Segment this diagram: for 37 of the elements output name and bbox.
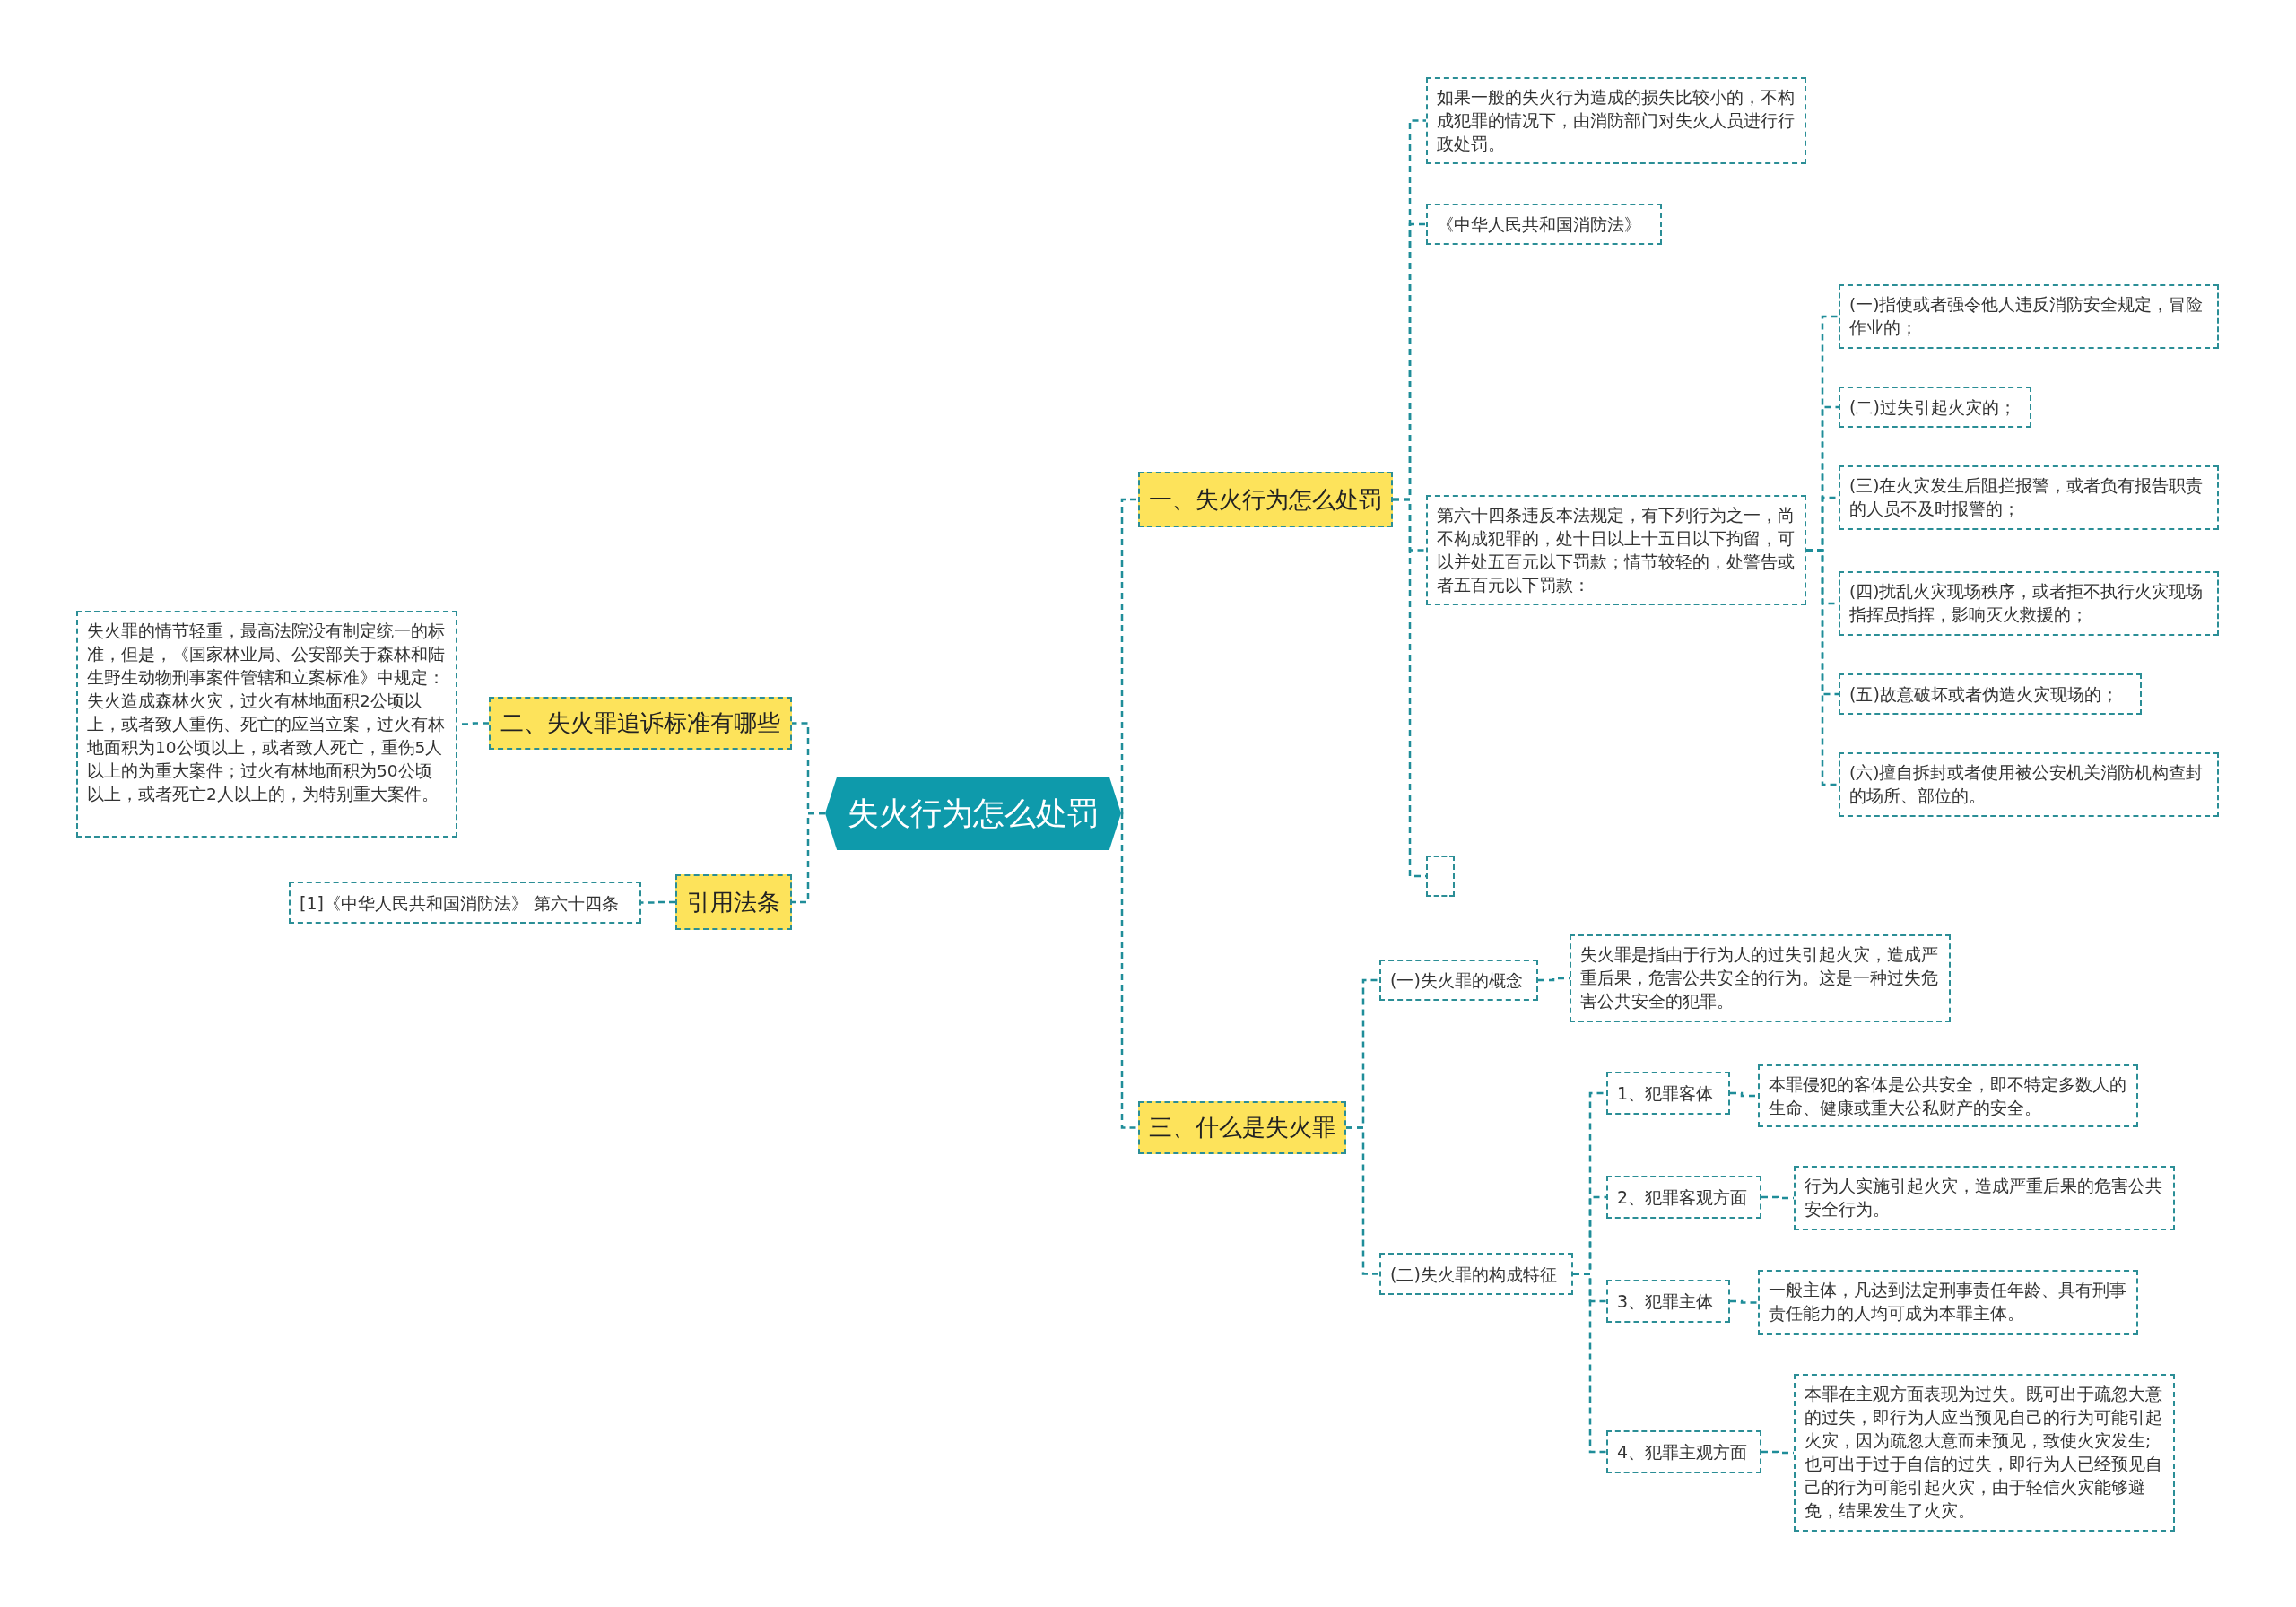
text-box: 失火罪是指由于行为人的过失引起火灾，造成严重后果，危害公共安全的行为。这是一种过失危害公共安全的犯罪。 [1570,934,1951,1022]
text-box: 失火罪的情节轻重，最高法院没有制定统一的标准，但是，《国家林业局、公安部关于森林和陆生野生动物刑事案件管辖和立案标准》中规定：失火造成森林火灾，过火有林地面积2公顷以上，或者致人重伤、死亡的应当立案，过火有林地面积为10公顷以上，或者致人死亡，重伤5人以上的为重大案件；过火有林地面积为50公顷以上，或者死亡2人以上的，为特别重大案件。 [76,611,457,838]
connector-line [1730,1091,1758,1098]
subtopic-box: 3、犯罪主体 [1606,1280,1730,1323]
empty-box [1426,856,1455,897]
text-box: 本罪在主观方面表现为过失。既可出于疏忽大意的过失，即行为人应当预见自己的行为可能引起火灾，因为疏忽大意而未预见，致使火灾发生;也可出于过于自信的过失，即行为人已经预见自己的行为可能引起火灾，由于轻信火灾能够避免，结果发生了火灾。 [1794,1374,2175,1532]
text-box: 本罪侵犯的客体是公共安全，即不特定多数人的生命、健康或重大公私财产的安全。 [1758,1064,2138,1127]
text-box: (六)擅自拆封或者使用被公安机关消防机构查封的场所、部位的。 [1839,752,2219,817]
subtopic-box: 《中华人民共和国消防法》 [1426,204,1662,245]
subtopic-box: (五)故意破坏或者伪造火灾现场的； [1839,673,2142,715]
connector-line [1730,1299,1758,1304]
subtopic-box: (二)过失引起火灾的； [1839,387,2031,428]
text-box: (三)在火灾发生后阻拦报警，或者负有报告职责的人员不及时报警的； [1839,465,2219,530]
text-box: 一般主体，凡达到法定刑事责任年龄、具有刑事责任能力的人均可成为本罪主体。 [1758,1270,2138,1335]
topic-box: 三、什么是失火罪 [1138,1101,1346,1154]
connector-line [792,812,825,904]
text-box: 行为人实施引起火灾，造成严重后果的危害公共安全行为。 [1794,1166,2175,1230]
subtopic-box: 2、犯罪客观方面 [1606,1176,1761,1219]
subtopic-box: (二)失火罪的构成特征 [1379,1253,1573,1295]
connector-line [1119,498,1138,815]
topic-box: 二、失火罪追诉标准有哪些 [489,697,792,750]
topic-box: 引用法条 [675,874,792,930]
subtopic-box: 1、犯罪客体 [1606,1072,1730,1115]
text-box: (四)扰乱火灾现场秩序，或者拒不执行火灾现场指挥员指挥，影响灭火救援的； [1839,571,2219,636]
topic-box: 一、失火行为怎么处罚 [1138,472,1393,527]
text-box: 第六十四条违反本法规定，有下列行为之一，尚不构成犯罪的，处十日以上十五日以下拘留，可以并处五百元以下罚款；情节较轻的，处警告或者五百元以下罚款： [1426,495,1806,605]
text-box: 如果一般的失火行为造成的损失比较小的，不构成犯罪的情况下，由消防部门对失火人员进行行政处罚。 [1426,77,1806,164]
connector-line [641,900,675,904]
connector-line [1573,1273,1606,1454]
subtopic-box: 4、犯罪主观方面 [1606,1430,1761,1473]
connector-line [1806,549,1839,786]
subtopic-box: (一)失火罪的概念 [1379,960,1538,1001]
text-box: (一)指使或者强令他人违反消防安全规定，冒险作业的； [1839,284,2219,349]
subtopic-box: [1]《中华人民共和国消防法》 第六十四条 [289,882,641,924]
connector-line [1119,812,1138,1129]
central-topic: 失火行为怎么处罚 [825,777,1121,850]
connector-line [1346,1126,1379,1275]
